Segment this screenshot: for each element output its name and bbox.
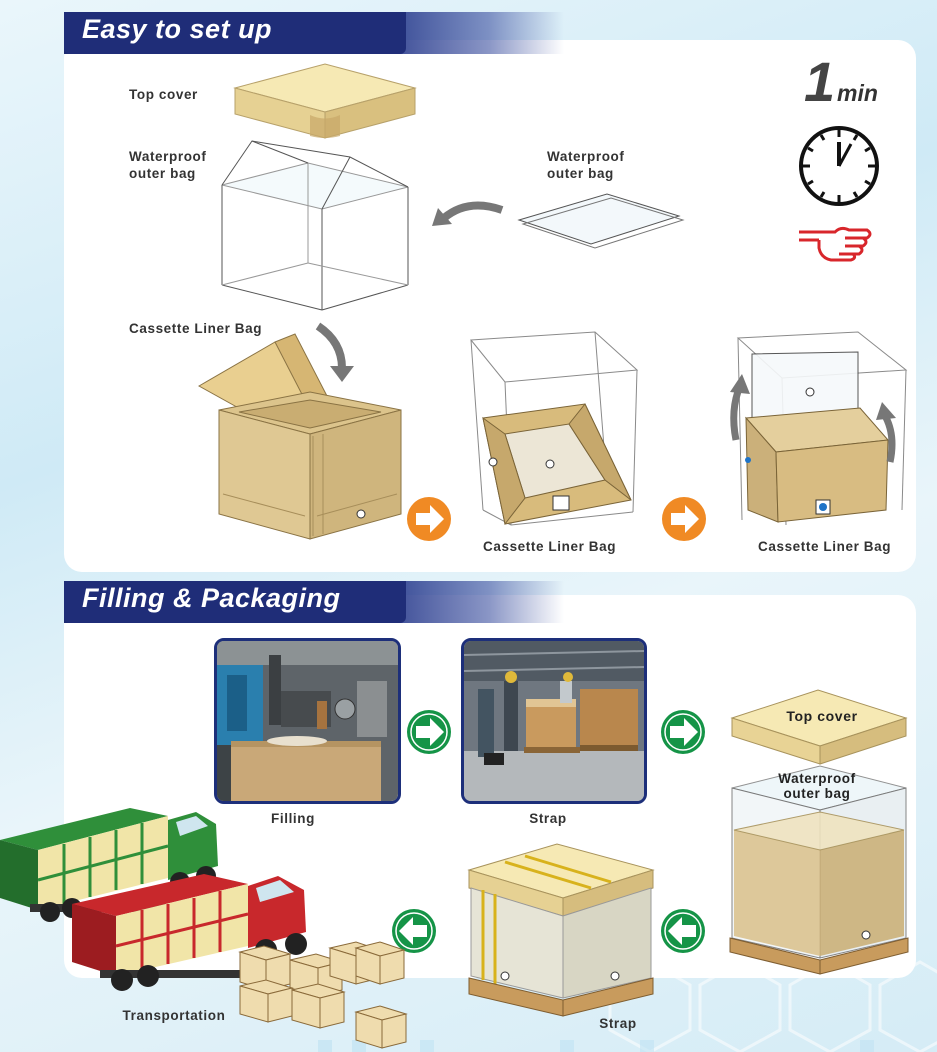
top-cover-label-2: Top cover (786, 708, 858, 724)
green-back-arrow-icon-2 (392, 909, 436, 953)
top-cover-illustration (233, 63, 417, 139)
waterproof-bag-box-illustration (221, 140, 409, 311)
clock-icon (799, 126, 879, 206)
waterproof-bag-label-right: Waterproof outer bag (547, 149, 625, 181)
liner-in-bag-illustration (470, 331, 639, 526)
setup-title: Easy to set up (82, 14, 273, 44)
filling-label: Filling (271, 811, 315, 826)
timer-number: 1 (804, 50, 836, 113)
erected-liner-illustration (730, 331, 908, 526)
strap-box-label: Strap (599, 1016, 637, 1031)
cassette-liner-box-illustration (197, 333, 402, 540)
flat-waterproof-bag-illustration (517, 193, 685, 249)
filling-photo (214, 638, 401, 804)
green-next-arrow-icon-2 (661, 710, 705, 754)
strapped-container-illustration (467, 843, 655, 1017)
green-back-arrow-icon-1 (661, 909, 705, 953)
crates (238, 941, 408, 1049)
transportation-label: Transportation (122, 1008, 226, 1023)
orange-next-arrow-icon-1 (407, 497, 451, 541)
packaged-container-illustration (729, 689, 909, 975)
waterproof-bag-label-left: Waterproof outer bag (129, 149, 207, 181)
timer-unit: min (837, 80, 878, 106)
strap-photo (461, 638, 647, 804)
cassette-liner-label-1: Cassette Liner Bag (129, 321, 263, 336)
filling-title: Filling & Packaging (82, 583, 341, 613)
curved-arrow-icon (432, 201, 504, 226)
transportation-illustration (0, 808, 408, 1049)
top-cover-label: Top cover (129, 87, 198, 102)
green-next-arrow-icon-1 (407, 710, 451, 754)
waterproof-bag-label-2: Waterproof outer bag (778, 771, 856, 801)
setup-banner-tab (64, 12, 406, 54)
pointing-hand-icon (799, 226, 872, 262)
filling-banner-tab (64, 581, 406, 623)
cassette-liner-label-3: Cassette Liner Bag (758, 539, 892, 554)
insert-arrow-icon (315, 322, 354, 382)
cassette-liner-label-2: Cassette Liner Bag (483, 539, 617, 554)
orange-next-arrow-icon-2 (662, 497, 706, 541)
strap-photo-label: Strap (529, 811, 567, 826)
